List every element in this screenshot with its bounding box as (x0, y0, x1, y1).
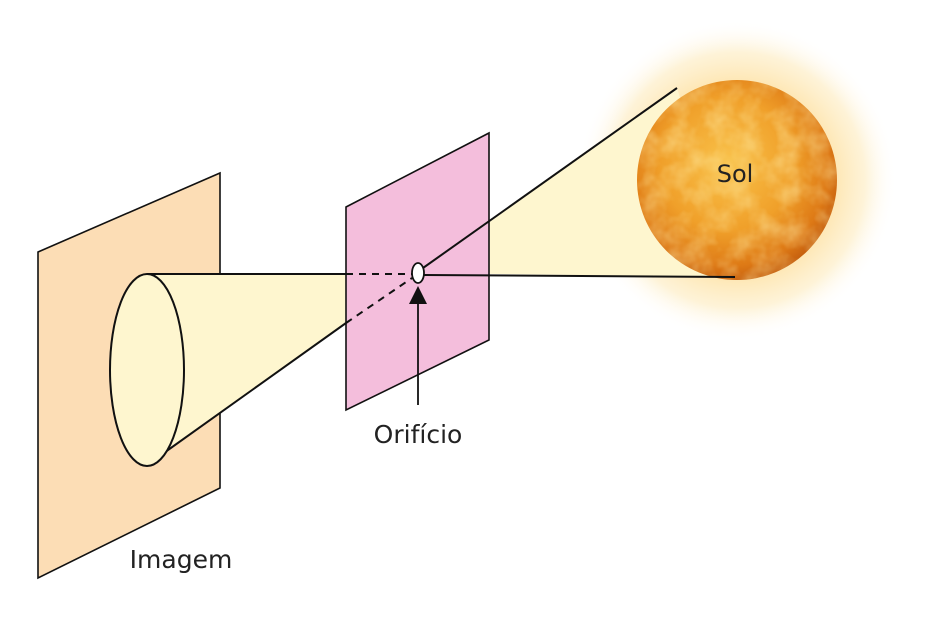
ray-lower-dashed (345, 277, 413, 324)
ray-lower-left (146, 322, 347, 466)
pinhole (411, 262, 425, 284)
pinhole-label: Orifício (374, 420, 463, 449)
image-label: Imagem (130, 545, 233, 574)
ray-lower-right (423, 274, 736, 278)
image-ellipse (109, 273, 185, 467)
ray-upper-right (422, 87, 678, 269)
sun-surface-texture (637, 80, 837, 280)
sun-label: Sol (717, 160, 754, 188)
